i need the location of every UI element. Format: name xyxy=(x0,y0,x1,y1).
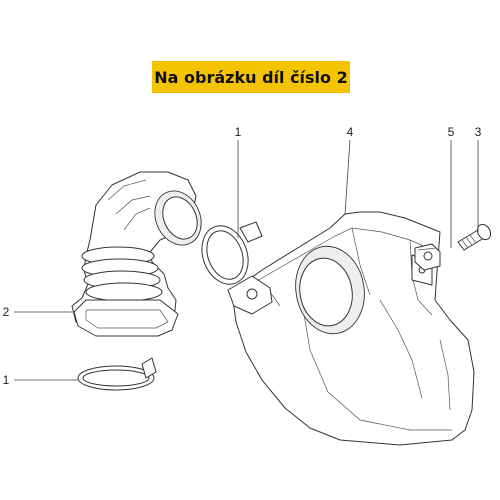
callout-1-top: 1 xyxy=(235,125,242,139)
callout-1-bottom: 1 xyxy=(3,373,10,387)
leader-4 xyxy=(344,139,351,215)
callout-3: 3 xyxy=(475,125,482,139)
intake-rubber-elbow xyxy=(71,171,202,337)
leader-lines xyxy=(14,139,479,381)
callout-4: 4 xyxy=(347,125,354,139)
screw xyxy=(457,223,492,251)
part-number-banner: Na obrázku díl číslo 2 xyxy=(152,61,350,93)
callout-2: 2 xyxy=(3,305,10,319)
air-box-housing xyxy=(227,211,475,446)
hose-clamp-lower xyxy=(77,357,157,391)
hose-clamp-upper xyxy=(201,221,263,285)
callout-5: 5 xyxy=(448,125,455,139)
banner-text: Na obrázku díl číslo 2 xyxy=(154,67,348,87)
speed-nut xyxy=(414,243,441,271)
